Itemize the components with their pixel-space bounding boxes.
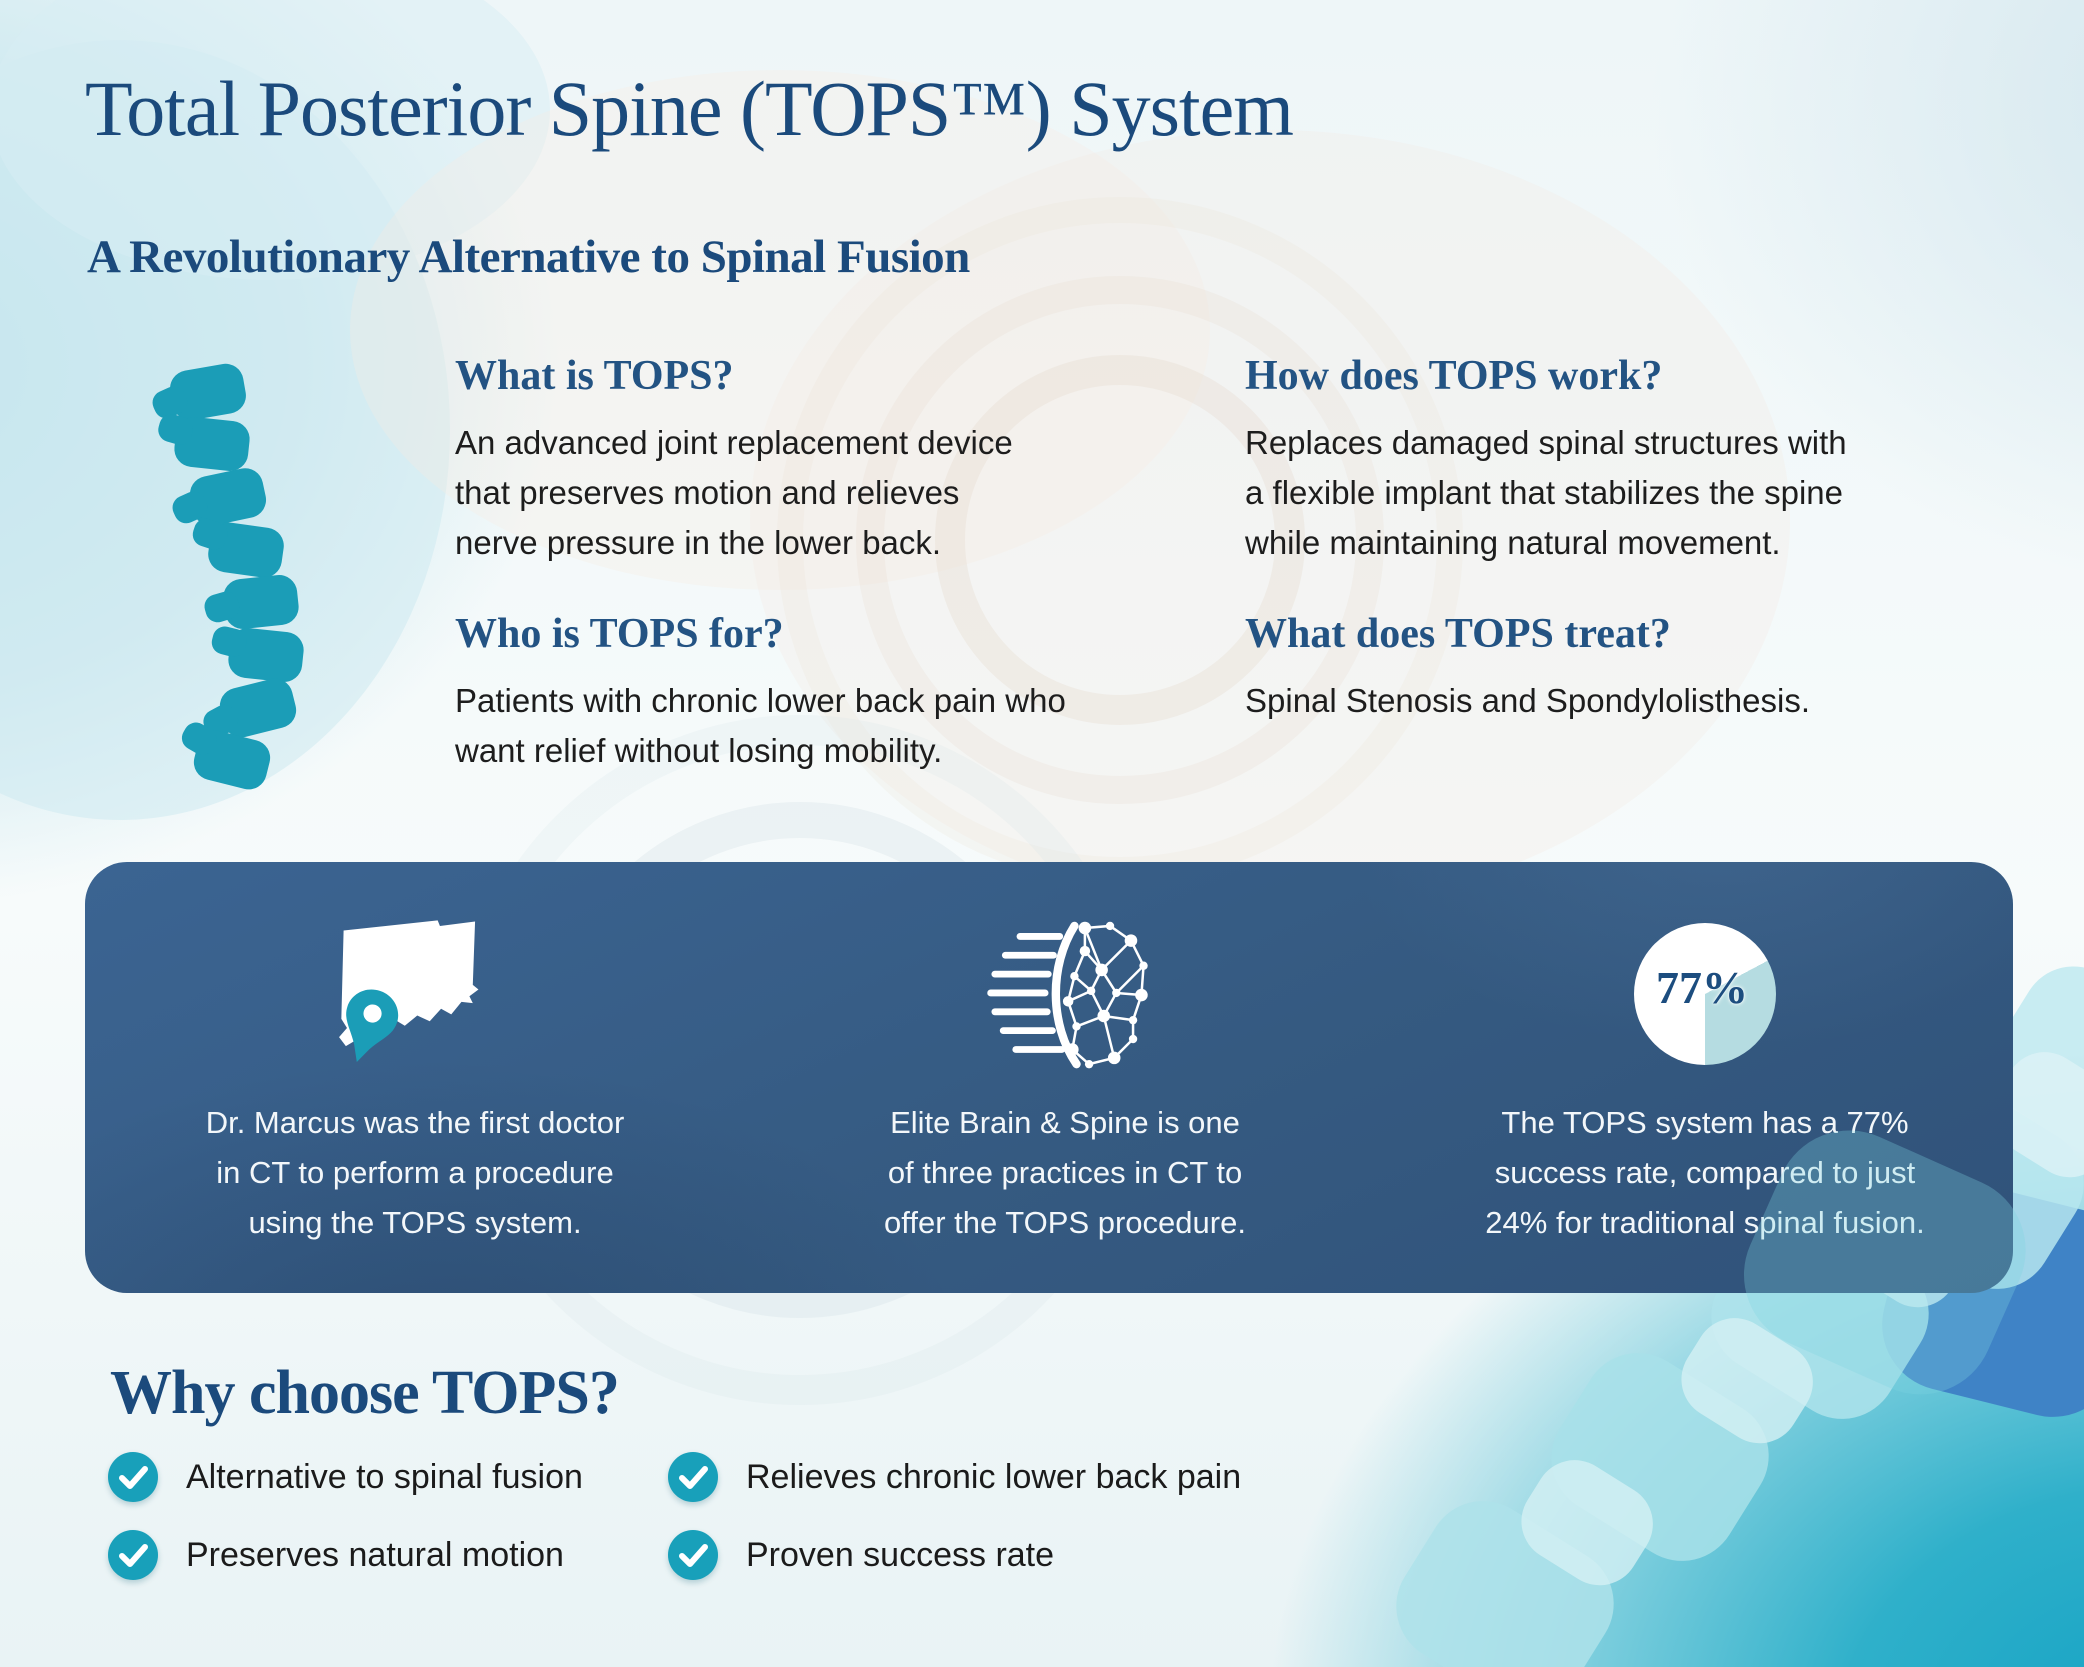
qa-heading: What does TOPS treat?: [1245, 611, 1671, 657]
location-pin: [346, 989, 399, 1063]
qa-how-does-tops-work: How does TOPS work? Replaces damaged spi…: [1245, 352, 1985, 568]
checkmark-icon: [668, 1452, 718, 1502]
banner-text: The TOPS system has a 77% success rate, …: [1485, 1105, 1925, 1241]
checkmark-icon: [668, 1530, 718, 1580]
benefit-label: Relieves chronic lower back pain: [746, 1457, 1242, 1496]
brain-network-icon: [745, 906, 1385, 1082]
page-title: Total Posterior Spine (TOPS™) System: [85, 65, 1294, 152]
brain-mesh-nodes: [1062, 921, 1148, 1069]
benefit-label: Alternative to spinal fusion: [186, 1457, 583, 1496]
qa-body: Patients with chronic lower back pain wh…: [455, 682, 1066, 770]
benefit-label: Preserves natural motion: [186, 1535, 564, 1574]
benefit-item: Alternative to spinal fusion: [108, 1452, 583, 1502]
spine-icon: [152, 363, 304, 790]
connecticut-map-pin-icon: [115, 906, 715, 1082]
benefit-label: Proven success rate: [746, 1535, 1055, 1574]
pie-percentage-label: 77%: [1656, 961, 1748, 1013]
banner-col-success-rate: 77% The TOPS system has a 77% success ra…: [1415, 906, 1995, 1249]
pie-chart: 77%: [1634, 923, 1776, 1065]
qa-heading: What is TOPS?: [455, 353, 734, 399]
qa-who-is-tops-for: Who is TOPS for? Patients with chronic l…: [455, 610, 1175, 776]
qa-heading: How does TOPS work?: [1245, 353, 1663, 399]
benefit-item: Relieves chronic lower back pain: [668, 1452, 1241, 1502]
qa-body: An advanced joint replacement device tha…: [455, 424, 1013, 562]
banner-text: Elite Brain & Spine is one of three prac…: [884, 1105, 1246, 1241]
benefit-item: Preserves natural motion: [108, 1530, 564, 1580]
checkmark-icon: [108, 1530, 158, 1580]
qa-what-does-tops-treat: What does TOPS treat? Spinal Stenosis an…: [1245, 610, 1985, 726]
benefit-item: Proven success rate: [668, 1530, 1054, 1580]
qa-heading: Who is TOPS for?: [455, 611, 784, 657]
qa-body: Spinal Stenosis and Spondylolisthesis.: [1245, 682, 1811, 719]
page-subtitle: A Revolutionary Alternative to Spinal Fu…: [87, 231, 970, 283]
qa-body: Replaces damaged spinal structures with …: [1245, 424, 1847, 562]
banner-text: Dr. Marcus was the first doctor in CT to…: [205, 1105, 625, 1241]
pie-chart-77-icon: 77%: [1415, 906, 1995, 1082]
banner-col-first-doctor: Dr. Marcus was the first doctor in CT to…: [115, 906, 715, 1249]
speed-lines: [987, 933, 1066, 1053]
banner-col-elite-brain-spine: Elite Brain & Spine is one of three prac…: [745, 906, 1385, 1249]
why-choose-heading: Why choose TOPS?: [110, 1359, 620, 1427]
qa-what-is-tops: What is TOPS? An advanced joint replacem…: [455, 352, 1155, 568]
checkmark-icon: [108, 1452, 158, 1502]
stats-banner: Dr. Marcus was the first doctor in CT to…: [85, 862, 2013, 1293]
